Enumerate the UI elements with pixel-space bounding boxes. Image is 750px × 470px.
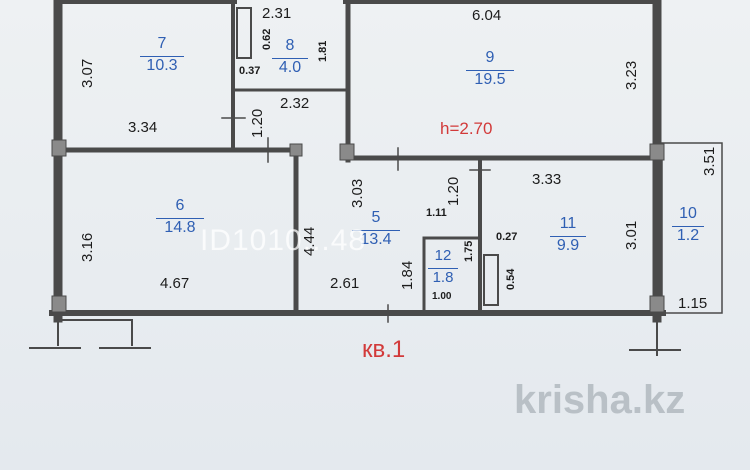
fixture-box bbox=[483, 254, 499, 306]
column bbox=[339, 143, 355, 161]
room-area: 14.8 bbox=[156, 218, 204, 236]
room-number: 11 bbox=[559, 215, 577, 232]
column bbox=[51, 139, 67, 157]
room-area: 1.2 bbox=[672, 226, 704, 244]
dim-label: 3.03 bbox=[349, 178, 366, 208]
column bbox=[649, 295, 665, 313]
room-area: 10.3 bbox=[140, 56, 184, 74]
dim-label: 3.07 bbox=[79, 58, 96, 88]
dim-label: 1.20 bbox=[249, 108, 266, 138]
id-watermark: ID1010...48 bbox=[200, 224, 367, 257]
apartment-label: кв.1 bbox=[362, 336, 406, 363]
site-logo: krisha.kz bbox=[514, 378, 686, 422]
dim-label: 0.62 bbox=[261, 28, 273, 50]
dim-label: 6.04 bbox=[472, 7, 502, 24]
dim-label: 3.34 bbox=[128, 119, 158, 136]
room-area: 4.0 bbox=[272, 58, 308, 76]
column bbox=[649, 143, 665, 161]
dim-label: 3.23 bbox=[623, 60, 640, 90]
dim-label: 1.81 bbox=[317, 40, 329, 62]
balcony-outline bbox=[661, 142, 723, 314]
dim-label: 3.33 bbox=[532, 171, 562, 188]
dim-label: 2.31 bbox=[262, 5, 292, 22]
dim-label: 1.11 bbox=[426, 207, 447, 219]
dim-label: 1.15 bbox=[678, 295, 708, 312]
dim-label: 3.01 bbox=[623, 220, 640, 250]
dim-label: 0.54 bbox=[505, 268, 517, 290]
room-number: 9 bbox=[485, 49, 495, 66]
room-number: 8 bbox=[285, 37, 295, 54]
ceiling-height-note: h=2.70 bbox=[440, 119, 493, 138]
room-area: 19.5 bbox=[466, 70, 514, 88]
column bbox=[51, 295, 67, 313]
room-area: 13.4 bbox=[352, 230, 400, 248]
room-area: 1.8 bbox=[428, 268, 458, 285]
dim-label: 0.27 bbox=[496, 231, 518, 243]
dim-label: 1.00 bbox=[432, 291, 452, 302]
dim-label: 3.16 bbox=[79, 232, 96, 262]
room-number: 10 bbox=[679, 205, 697, 222]
dim-label: 3.51 bbox=[701, 146, 718, 176]
dim-label: 1.84 bbox=[399, 260, 416, 290]
dim-label: 0.37 bbox=[239, 65, 261, 77]
dim-label: 1.75 bbox=[463, 240, 475, 262]
room-area: 9.9 bbox=[550, 236, 586, 254]
dim-label: 2.61 bbox=[330, 275, 360, 292]
column bbox=[289, 143, 303, 157]
room-number: 6 bbox=[175, 197, 185, 214]
dim-label: 1.20 bbox=[445, 176, 462, 206]
dim-label: 4.67 bbox=[160, 275, 190, 292]
fixture-box bbox=[236, 7, 252, 59]
room-number: 7 bbox=[157, 35, 167, 52]
dim-label: 2.32 bbox=[280, 95, 310, 112]
room-number: 5 bbox=[371, 209, 381, 226]
room-number: 12 bbox=[434, 247, 452, 264]
